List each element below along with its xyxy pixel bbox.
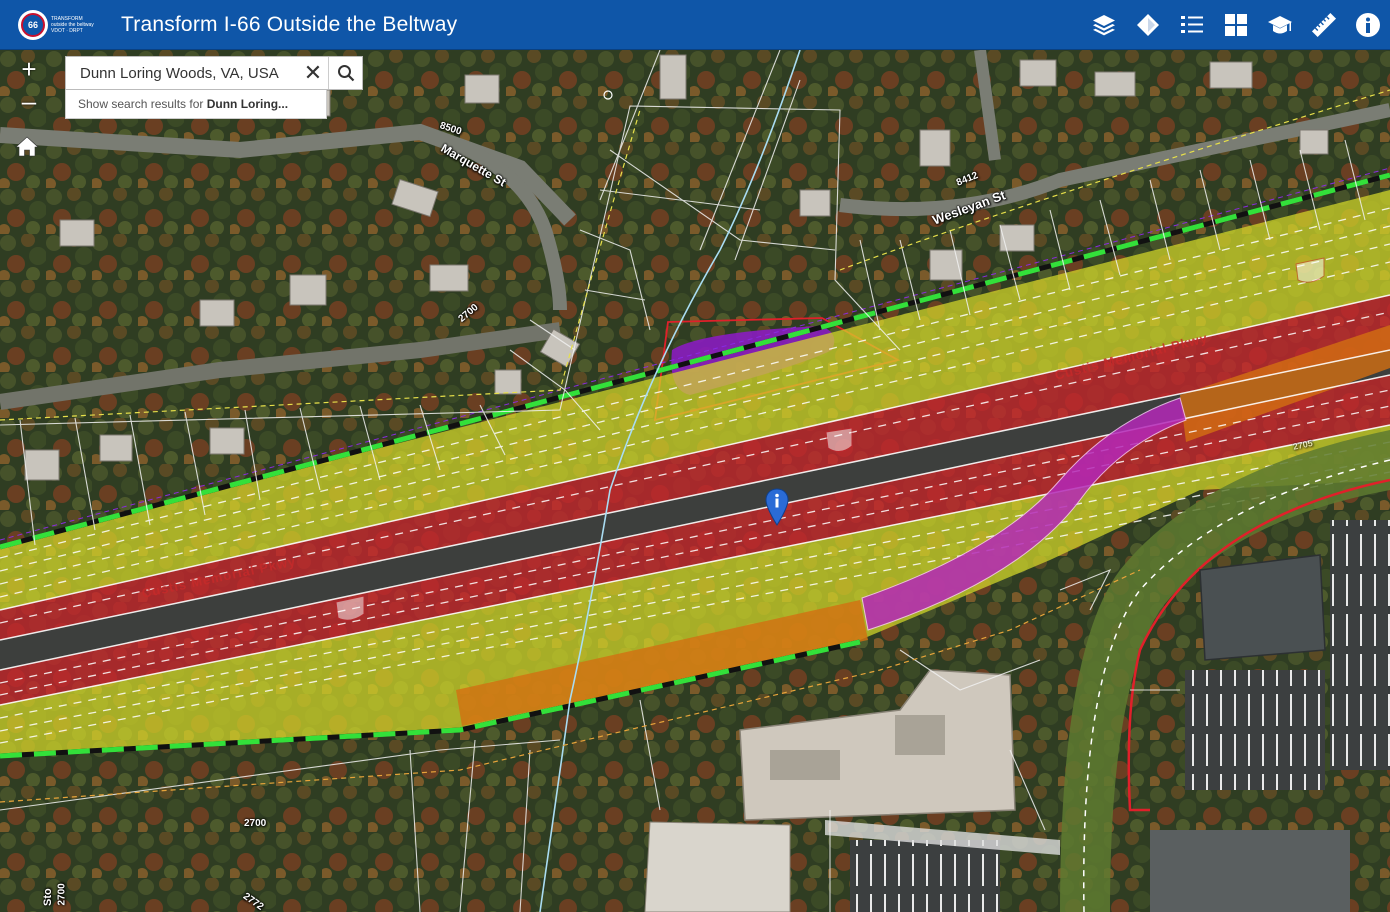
wesleyan-street <box>839 103 1390 217</box>
south-boundary <box>0 569 1141 803</box>
connector-ramp-red-line <box>1127 478 1390 812</box>
managed-lanes-north <box>0 190 1390 610</box>
info-pin-icon <box>765 488 789 526</box>
app-logo: 66 TRANSFORM outside the beltway VDOT · … <box>18 9 107 40</box>
header-toolbar <box>1082 0 1390 50</box>
i66-shield-icon: 66 <box>18 9 48 40</box>
measure-button[interactable] <box>1302 0 1346 50</box>
connector-ramp <box>1060 430 1390 912</box>
east-building <box>1199 554 1326 661</box>
general-lanes-south <box>0 375 1390 705</box>
suggestion-prefix: Show search results for <box>78 97 207 111</box>
right-of-way-north <box>0 167 1390 541</box>
info-icon <box>1356 13 1380 37</box>
gallery-icon <box>1225 14 1247 36</box>
lane-stripes <box>0 207 1390 744</box>
info-button[interactable] <box>1346 0 1390 50</box>
aerial-map-layer[interactable] <box>0 50 1390 912</box>
search-icon <box>337 65 354 82</box>
stone-street-label: Sto <box>42 888 54 906</box>
home-icon <box>15 136 39 157</box>
layers-icon <box>1093 15 1115 36</box>
interstate-shields <box>335 257 1325 621</box>
bike-trail-north-dash <box>0 172 1390 550</box>
logo-line-3: VDOT · DRPT <box>51 27 83 34</box>
app-title: Transform I-66 Outside the Beltway <box>121 12 458 36</box>
legend-button[interactable] <box>1170 0 1214 50</box>
construction-zone-east <box>1180 325 1390 442</box>
north-side-street <box>974 50 1001 161</box>
office-building <box>739 669 1016 821</box>
search-button[interactable] <box>328 57 362 89</box>
median <box>0 350 1390 670</box>
parcel-lines <box>0 50 1366 912</box>
education-button[interactable] <box>1258 0 1302 50</box>
connector-ramp-edge <box>1083 459 1390 912</box>
search-widget: ✕ <box>65 56 363 90</box>
basemap-button[interactable] <box>1126 0 1170 50</box>
planning-boundary <box>0 89 1390 421</box>
logo-line-1: TRANSFORM <box>51 15 83 22</box>
south-building <box>644 821 791 912</box>
office-roof-detail <box>770 750 840 780</box>
zoom-in-button[interactable]: + <box>21 54 37 84</box>
search-input[interactable] <box>66 57 298 89</box>
search-clear-button[interactable]: ✕ <box>303 60 323 85</box>
gallery-button[interactable] <box>1214 0 1258 50</box>
bike-trail-south-dash <box>0 639 861 759</box>
logo-text: TRANSFORM outside the beltway VDOT · DRP… <box>51 16 107 34</box>
construction-zone-west <box>456 600 868 726</box>
zoom-out-button[interactable]: – <box>21 86 37 116</box>
parking-lot-east-2 <box>1330 520 1390 770</box>
parking-lot-south <box>850 840 1000 912</box>
info-marker[interactable] <box>765 488 789 526</box>
office-roof-detail <box>895 715 945 755</box>
ruler-icon <box>1311 12 1337 38</box>
i66-corridor <box>0 167 1390 759</box>
education-icon <box>1268 16 1292 34</box>
logo-line-2: outside the beltway <box>51 21 94 28</box>
houses <box>24 54 1329 481</box>
service-road <box>0 322 562 410</box>
east-building-south <box>1150 830 1350 912</box>
utility-line <box>539 50 801 912</box>
address-2700-south-label: 2700 <box>244 818 267 829</box>
map-view[interactable]: 8500 Marquette St 8412 Wesleyan St 2700 … <box>0 50 1390 912</box>
search-suggestion[interactable]: Show search results for Dunn Loring... <box>65 90 327 119</box>
basemap-icon <box>1137 14 1159 36</box>
address-2700-vertical-label: 2700 <box>56 883 68 906</box>
home-button[interactable] <box>14 134 44 160</box>
south-street <box>825 820 1060 855</box>
legend-icon <box>1181 16 1203 33</box>
flyover-ramp <box>861 397 1187 631</box>
suggestion-term: Dunn Loring... <box>206 97 289 111</box>
shield-number: 66 <box>21 12 45 37</box>
layers-button[interactable] <box>1082 0 1126 50</box>
app-header: 66 TRANSFORM outside the beltway VDOT · … <box>0 0 1390 50</box>
marquette-street <box>418 125 567 311</box>
map-point <box>603 90 613 100</box>
parking-lot-east <box>1185 670 1325 790</box>
